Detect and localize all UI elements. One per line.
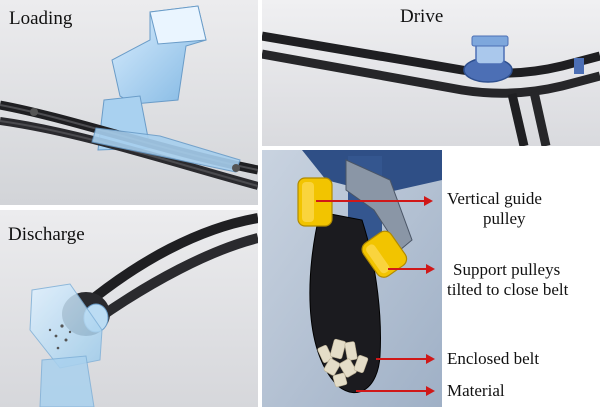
arrowhead-guide-pulley <box>424 196 433 206</box>
callout-support-pulleys-line2: tilted to close belt <box>447 280 569 299</box>
drive-title: Drive <box>400 6 444 27</box>
loading-title: Loading <box>9 8 73 29</box>
callout-guide-pulley: Vertical guide pulley <box>447 189 542 229</box>
callout-guide-pulley-line2: pulley <box>483 209 526 228</box>
callout-support-pulleys: Support pulleys tilted to close belt <box>447 260 568 300</box>
callout-line-enclosed-belt <box>376 358 426 360</box>
drive-panel: Drive <box>262 0 600 146</box>
arrowhead-enclosed-belt <box>426 354 435 364</box>
loading-panel: Loading <box>0 0 258 205</box>
callout-enclosed-belt-line1: Enclosed belt <box>447 349 540 368</box>
callout-enclosed-belt: Enclosed belt <box>447 349 539 369</box>
callout-line-support-pulleys <box>388 268 426 270</box>
cross-section-panel <box>262 150 442 407</box>
discharge-panel: Discharge <box>0 210 258 407</box>
discharge-illustration <box>0 210 258 407</box>
callout-material-line1: Material <box>447 381 505 400</box>
loading-illustration <box>0 0 258 205</box>
discharge-title: Discharge <box>8 224 85 245</box>
drive-illustration <box>262 0 600 146</box>
callout-guide-pulley-line1: Vertical guide <box>447 189 542 208</box>
arrowhead-material <box>426 386 435 396</box>
cross-section-illustration <box>262 150 442 407</box>
callout-line-guide-pulley <box>316 200 424 202</box>
arrowhead-support-pulleys <box>426 264 435 274</box>
callout-line-material <box>356 390 426 392</box>
callout-support-pulleys-line1: Support pulleys <box>453 260 561 279</box>
callout-material: Material <box>447 381 505 401</box>
